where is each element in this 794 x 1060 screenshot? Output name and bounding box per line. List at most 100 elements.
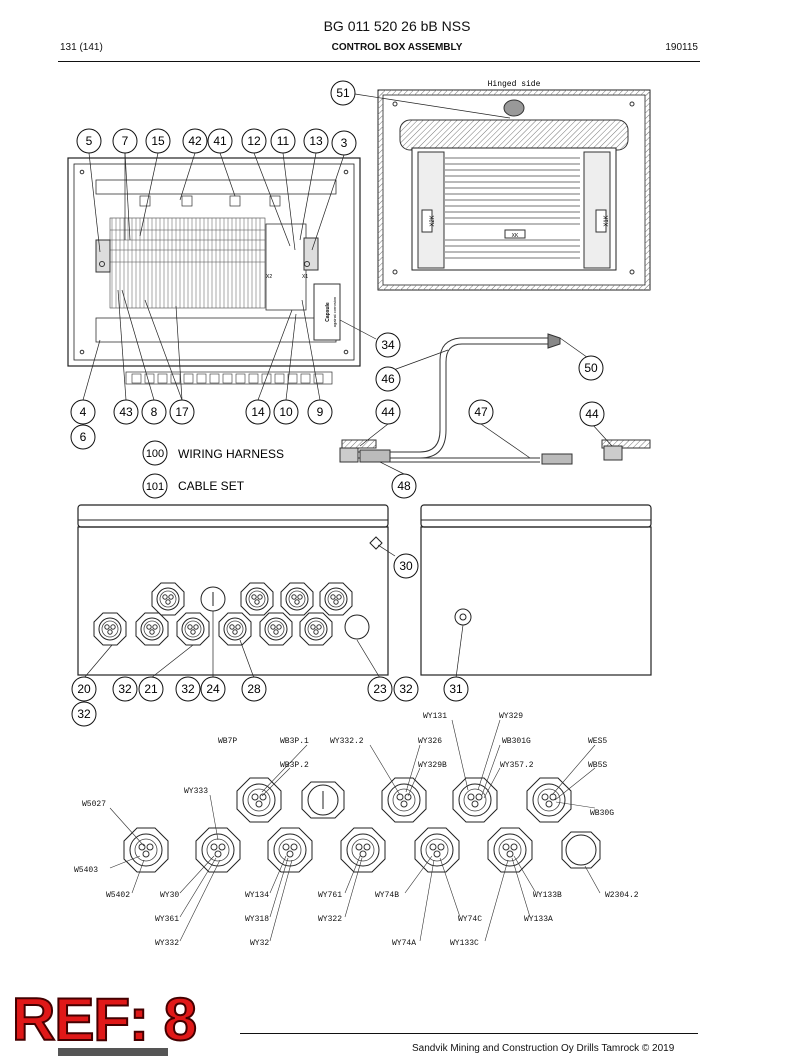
cable-set-drawing (339, 333, 651, 465)
bottom-gland (313, 373, 324, 384)
leader-lines (82, 93, 613, 679)
wire-label: WY30 (160, 891, 179, 900)
callout-c31: 31 (443, 676, 469, 702)
callout-circle (375, 332, 401, 358)
wire-label: W5402 (106, 891, 130, 900)
bottom-gland (157, 373, 168, 384)
hinged-side-label: Hinged side (488, 80, 541, 89)
callout-number: 46 (381, 372, 395, 386)
callout-number: 28 (247, 682, 261, 696)
callout-number: 7 (122, 134, 129, 148)
callout-number: 17 (175, 405, 189, 419)
callout-number: 32 (181, 682, 195, 696)
wire-label: WY761 (318, 891, 342, 900)
wire-label: WB5S (588, 761, 607, 770)
callout-c44b: 44 (579, 401, 605, 427)
wire-label: WY32 (250, 939, 269, 948)
callout-c32c: 32 (393, 676, 419, 702)
callout-number: 20 (77, 682, 91, 696)
callout-number: 12 (247, 134, 261, 148)
wire-label-leaders (109, 719, 601, 942)
callout-c101: 101 (142, 473, 168, 499)
callout-c12: 12 (241, 128, 267, 154)
callout-number: 15 (151, 134, 165, 148)
company-logo (58, 1048, 168, 1056)
lid-view: Hinged side X2K X1K XK (377, 80, 651, 291)
callout-circle (71, 701, 97, 727)
x2k-label: X2K (430, 215, 436, 226)
callout-circle (241, 128, 267, 154)
wire-label: WY74A (392, 939, 416, 948)
callout-number: 42 (188, 134, 202, 148)
wire-label: WY322 (318, 915, 342, 924)
callout-number: 41 (213, 134, 227, 148)
gland-detail-view (123, 777, 601, 873)
wire-label: WY318 (245, 915, 269, 924)
bottom-gland (261, 373, 272, 384)
callout-circle (375, 366, 401, 392)
callout-number: 14 (251, 405, 265, 419)
callout-number: 101 (146, 481, 164, 493)
wire-label: WY133C (450, 939, 479, 948)
wire-label: WY133B (533, 891, 562, 900)
callout-c14: 14 (245, 399, 271, 425)
callout-c13: 13 (303, 128, 329, 154)
callout-number: 8 (151, 405, 158, 419)
callout-c3: 3 (331, 130, 357, 156)
x1-label: X1 (302, 274, 308, 280)
callout-number: 23 (373, 682, 387, 696)
capsule-label: Capsule (325, 302, 331, 322)
callout-circle (443, 676, 469, 702)
callout-circle (330, 80, 356, 106)
callout-circle (578, 355, 604, 381)
callout-circle (270, 128, 296, 154)
wire-labels: WY131 WY329 WB7P WB3P.1 WY332.2 WY326 WB… (74, 712, 639, 948)
callout-c23: 23 (367, 676, 393, 702)
callout-c21: 21 (138, 676, 164, 702)
callout-c20: 20 (71, 676, 97, 702)
callout-c8: 8 (141, 399, 167, 425)
callout-number: 50 (584, 361, 598, 375)
bottom-gland (287, 373, 298, 384)
callout-c50: 50 (578, 355, 604, 381)
wire-label: WB3P.1 (280, 737, 309, 746)
callout-c17: 17 (169, 399, 195, 425)
callout-c100: 100 (142, 440, 168, 466)
wire-label: WY332.2 (330, 737, 364, 746)
wire-label: WY326 (418, 737, 442, 746)
callout-c7: 7 (112, 128, 138, 154)
callout-circle (145, 128, 171, 154)
wire-label: WY332 (155, 939, 179, 948)
callout-circle (241, 676, 267, 702)
callout-c48: 48 (391, 473, 417, 499)
callout-number: 11 (277, 134, 290, 148)
callout-c32b: 32 (175, 676, 201, 702)
callout-number: 44 (381, 405, 395, 419)
x1k-label: X1K (604, 215, 610, 226)
footer-copyright: Sandvik Mining and Construction Oy Drill… (412, 1043, 675, 1054)
wire-label: WY361 (155, 915, 179, 924)
callout-circle (307, 399, 333, 425)
bottom-gland (131, 373, 142, 384)
bottom-gland (183, 373, 194, 384)
callout-c32d: 32 (71, 701, 97, 727)
callout-circle (207, 128, 233, 154)
document-date: 190115 (665, 42, 698, 53)
wire-label: WB3P.2 (280, 761, 309, 770)
callout-circle (138, 676, 164, 702)
callout-circle (182, 128, 208, 154)
callout-circle (141, 399, 167, 425)
x2-label: X2 (266, 274, 272, 280)
callout-c51: 51 (330, 80, 356, 106)
callout-c28: 28 (241, 676, 267, 702)
callout-number: 47 (474, 405, 488, 419)
callout-c32a: 32 (112, 676, 138, 702)
callout-number: 32 (77, 707, 91, 721)
wire-label: WB7P (218, 737, 237, 746)
wire-label: WY133A (524, 915, 553, 924)
box-interior-view: X2 X1 Capsule against corrosion (67, 157, 361, 385)
callout-c46: 46 (375, 366, 401, 392)
callout-number: 32 (399, 682, 413, 696)
callout-circle (393, 676, 419, 702)
